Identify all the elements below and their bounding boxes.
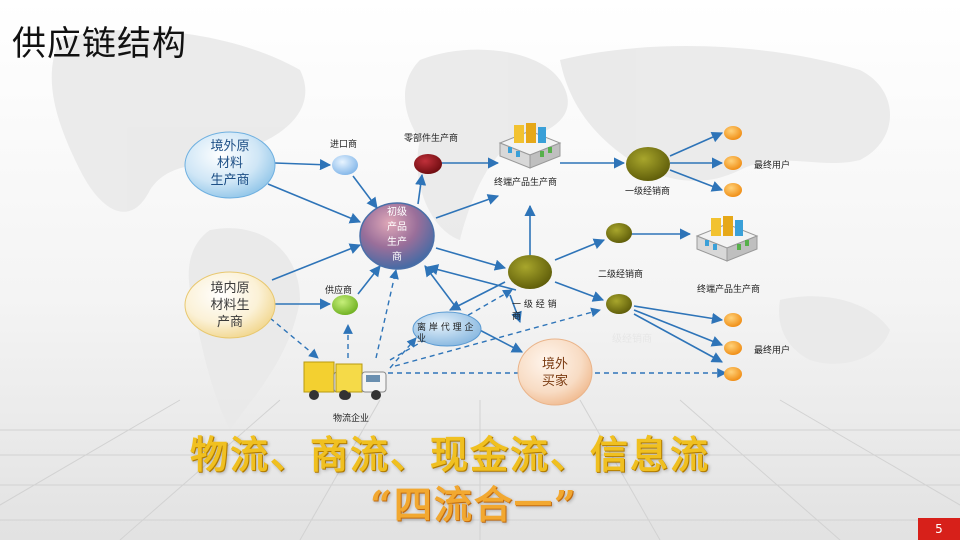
slogan-four-flows: 物流、商流、现金流、信息流: [190, 432, 711, 477]
primary-maker-oval: [359, 202, 435, 270]
terminal-maker-right-label: 终端产品生产商: [697, 285, 761, 295]
page-title: 供应链结构: [12, 24, 187, 64]
overseas-raw-material-label: 境外原 材料 生产商: [210, 139, 250, 188]
end-user-bottom-dots: [724, 313, 742, 381]
overseas-raw-material-oval: [184, 131, 276, 199]
floor-grid: [0, 399, 960, 540]
supplier-label: 供应商: [325, 286, 353, 296]
terminal-maker-top-label: 终端产品生产商: [494, 178, 558, 188]
second-dealer-faded-label: 级经销商: [612, 334, 652, 345]
parts-maker-node: [414, 154, 442, 174]
second-dealer-lower-node: [606, 294, 632, 314]
second-dealer-node: [606, 223, 632, 243]
end-user-top-dots: [724, 126, 742, 197]
first-dealer-mid-label: 一 级 经 销 商: [512, 300, 557, 322]
page-number: 5: [918, 518, 960, 540]
offshore-agent-oval: [412, 311, 482, 347]
first-dealer-top-node: [626, 147, 670, 181]
supplier-node: [332, 295, 358, 315]
domestic-raw-material-oval: [184, 271, 276, 339]
first-dealer-mid-node: [508, 255, 552, 289]
offshore-agent-label: 离 岸 代 理 企 业: [417, 323, 474, 344]
factory-icon: [498, 123, 562, 169]
first-dealer-top-label: 一级经销商: [625, 187, 671, 197]
logistics-label: 物流企业: [333, 414, 370, 424]
factory-icon: [695, 216, 759, 262]
second-dealer-label: 二级经销商: [598, 270, 644, 280]
end-user-bottom-label: 最终用户: [754, 346, 791, 356]
overseas-buyer-label: 境外 买家: [541, 357, 568, 389]
flow-arrows: [267, 131, 724, 363]
importer-label: 进口商: [330, 140, 358, 150]
end-user-top-label: 最终用户: [754, 161, 791, 171]
importer-node: [332, 155, 358, 175]
dashed-arrows: [269, 269, 727, 378]
overseas-buyer-oval: [517, 338, 593, 406]
slogan-four-in-one: “四流合一”: [370, 482, 578, 527]
domestic-raw-material-label: 境内原 材料生 产商: [210, 281, 250, 330]
parts-maker-label: 零部件生产商: [404, 134, 459, 144]
primary-maker-label: 初级 产品 生产 商: [387, 207, 407, 263]
truck-icon: [335, 363, 387, 400]
